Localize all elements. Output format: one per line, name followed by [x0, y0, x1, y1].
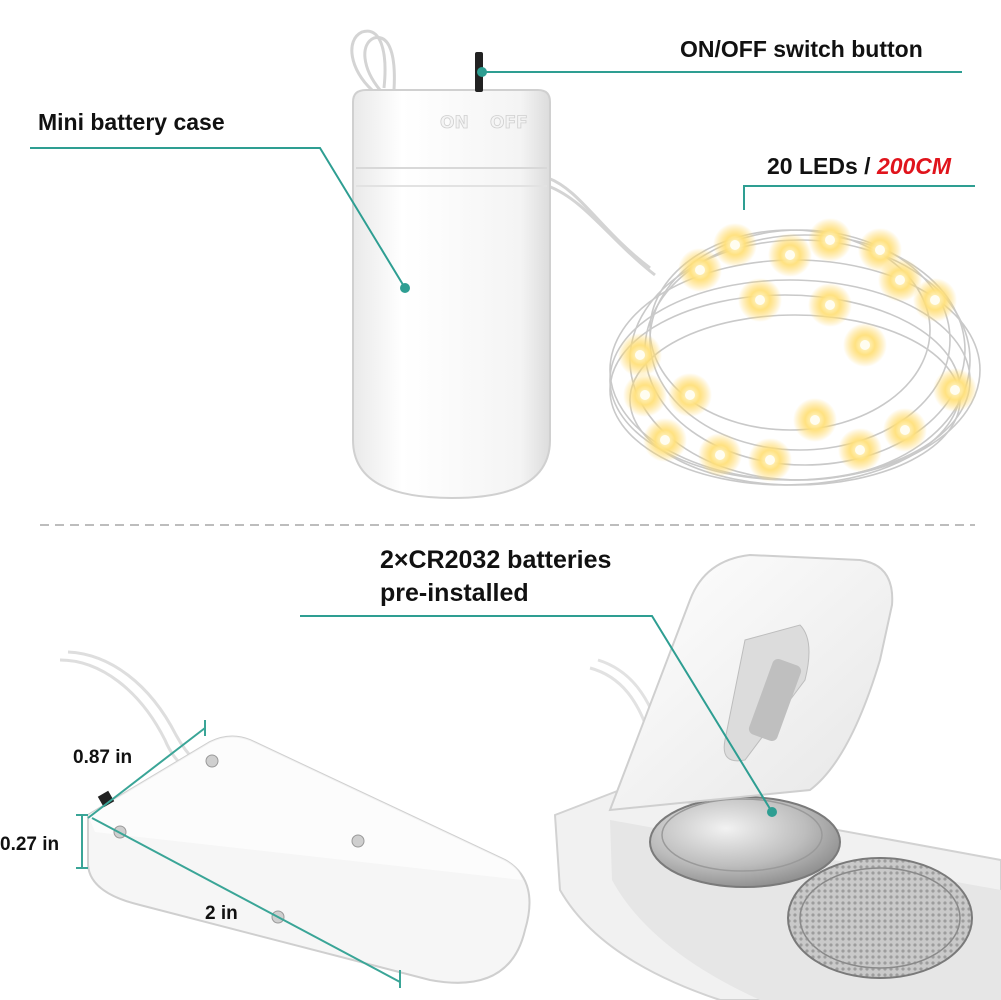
led-bulb [640, 390, 650, 400]
callout-dots [400, 67, 777, 817]
led-bulb [730, 240, 740, 250]
led-bulb [900, 425, 910, 435]
case-off-label: OFF [490, 113, 528, 133]
bottom-left-wire [59, 650, 198, 770]
led-bulb [635, 350, 645, 360]
dimension-height-label: 0.27 in [0, 834, 60, 855]
battery-case-side [87, 735, 531, 984]
led-bulb [660, 435, 670, 445]
battery-compartment [553, 788, 1001, 1000]
led-bulb [950, 385, 960, 395]
batteries-callout-line1: 2×CR2032 batteries [380, 546, 612, 574]
led-bulb [825, 300, 835, 310]
battery-lid [608, 553, 894, 812]
batteries-callout-line2: pre-installed [380, 579, 529, 607]
led-bulb [860, 340, 870, 350]
led-bulb [715, 450, 725, 460]
led-bulb [695, 265, 705, 275]
led-bulb [810, 415, 820, 425]
callout-leaders [30, 71, 975, 813]
dimension-lines [76, 720, 401, 988]
leds-count: 20 LEDs / [767, 153, 871, 179]
dimension-length-label: 2 in [205, 903, 238, 924]
led-bulb [825, 235, 835, 245]
led-bulb [855, 445, 865, 455]
led-bulb [765, 455, 775, 465]
battery-case-callout: Mini battery case [38, 109, 225, 135]
battery-case-top: ON OFF [352, 89, 551, 500]
switch-callout: ON/OFF switch button [680, 36, 923, 62]
led-bulb [785, 250, 795, 260]
dimension-width-label: 0.87 in [73, 747, 133, 768]
case-on-label: ON [440, 113, 469, 133]
led-bulb [755, 295, 765, 305]
top-wire [350, 29, 656, 277]
led-bulb [685, 390, 695, 400]
leds-callout: 20 LEDs / 200CM [767, 153, 951, 180]
led-glow-group [618, 218, 977, 482]
led-bulb [875, 245, 885, 255]
led-bulb [930, 295, 940, 305]
leds-length: 200CM [876, 153, 952, 179]
led-bulb [895, 275, 905, 285]
